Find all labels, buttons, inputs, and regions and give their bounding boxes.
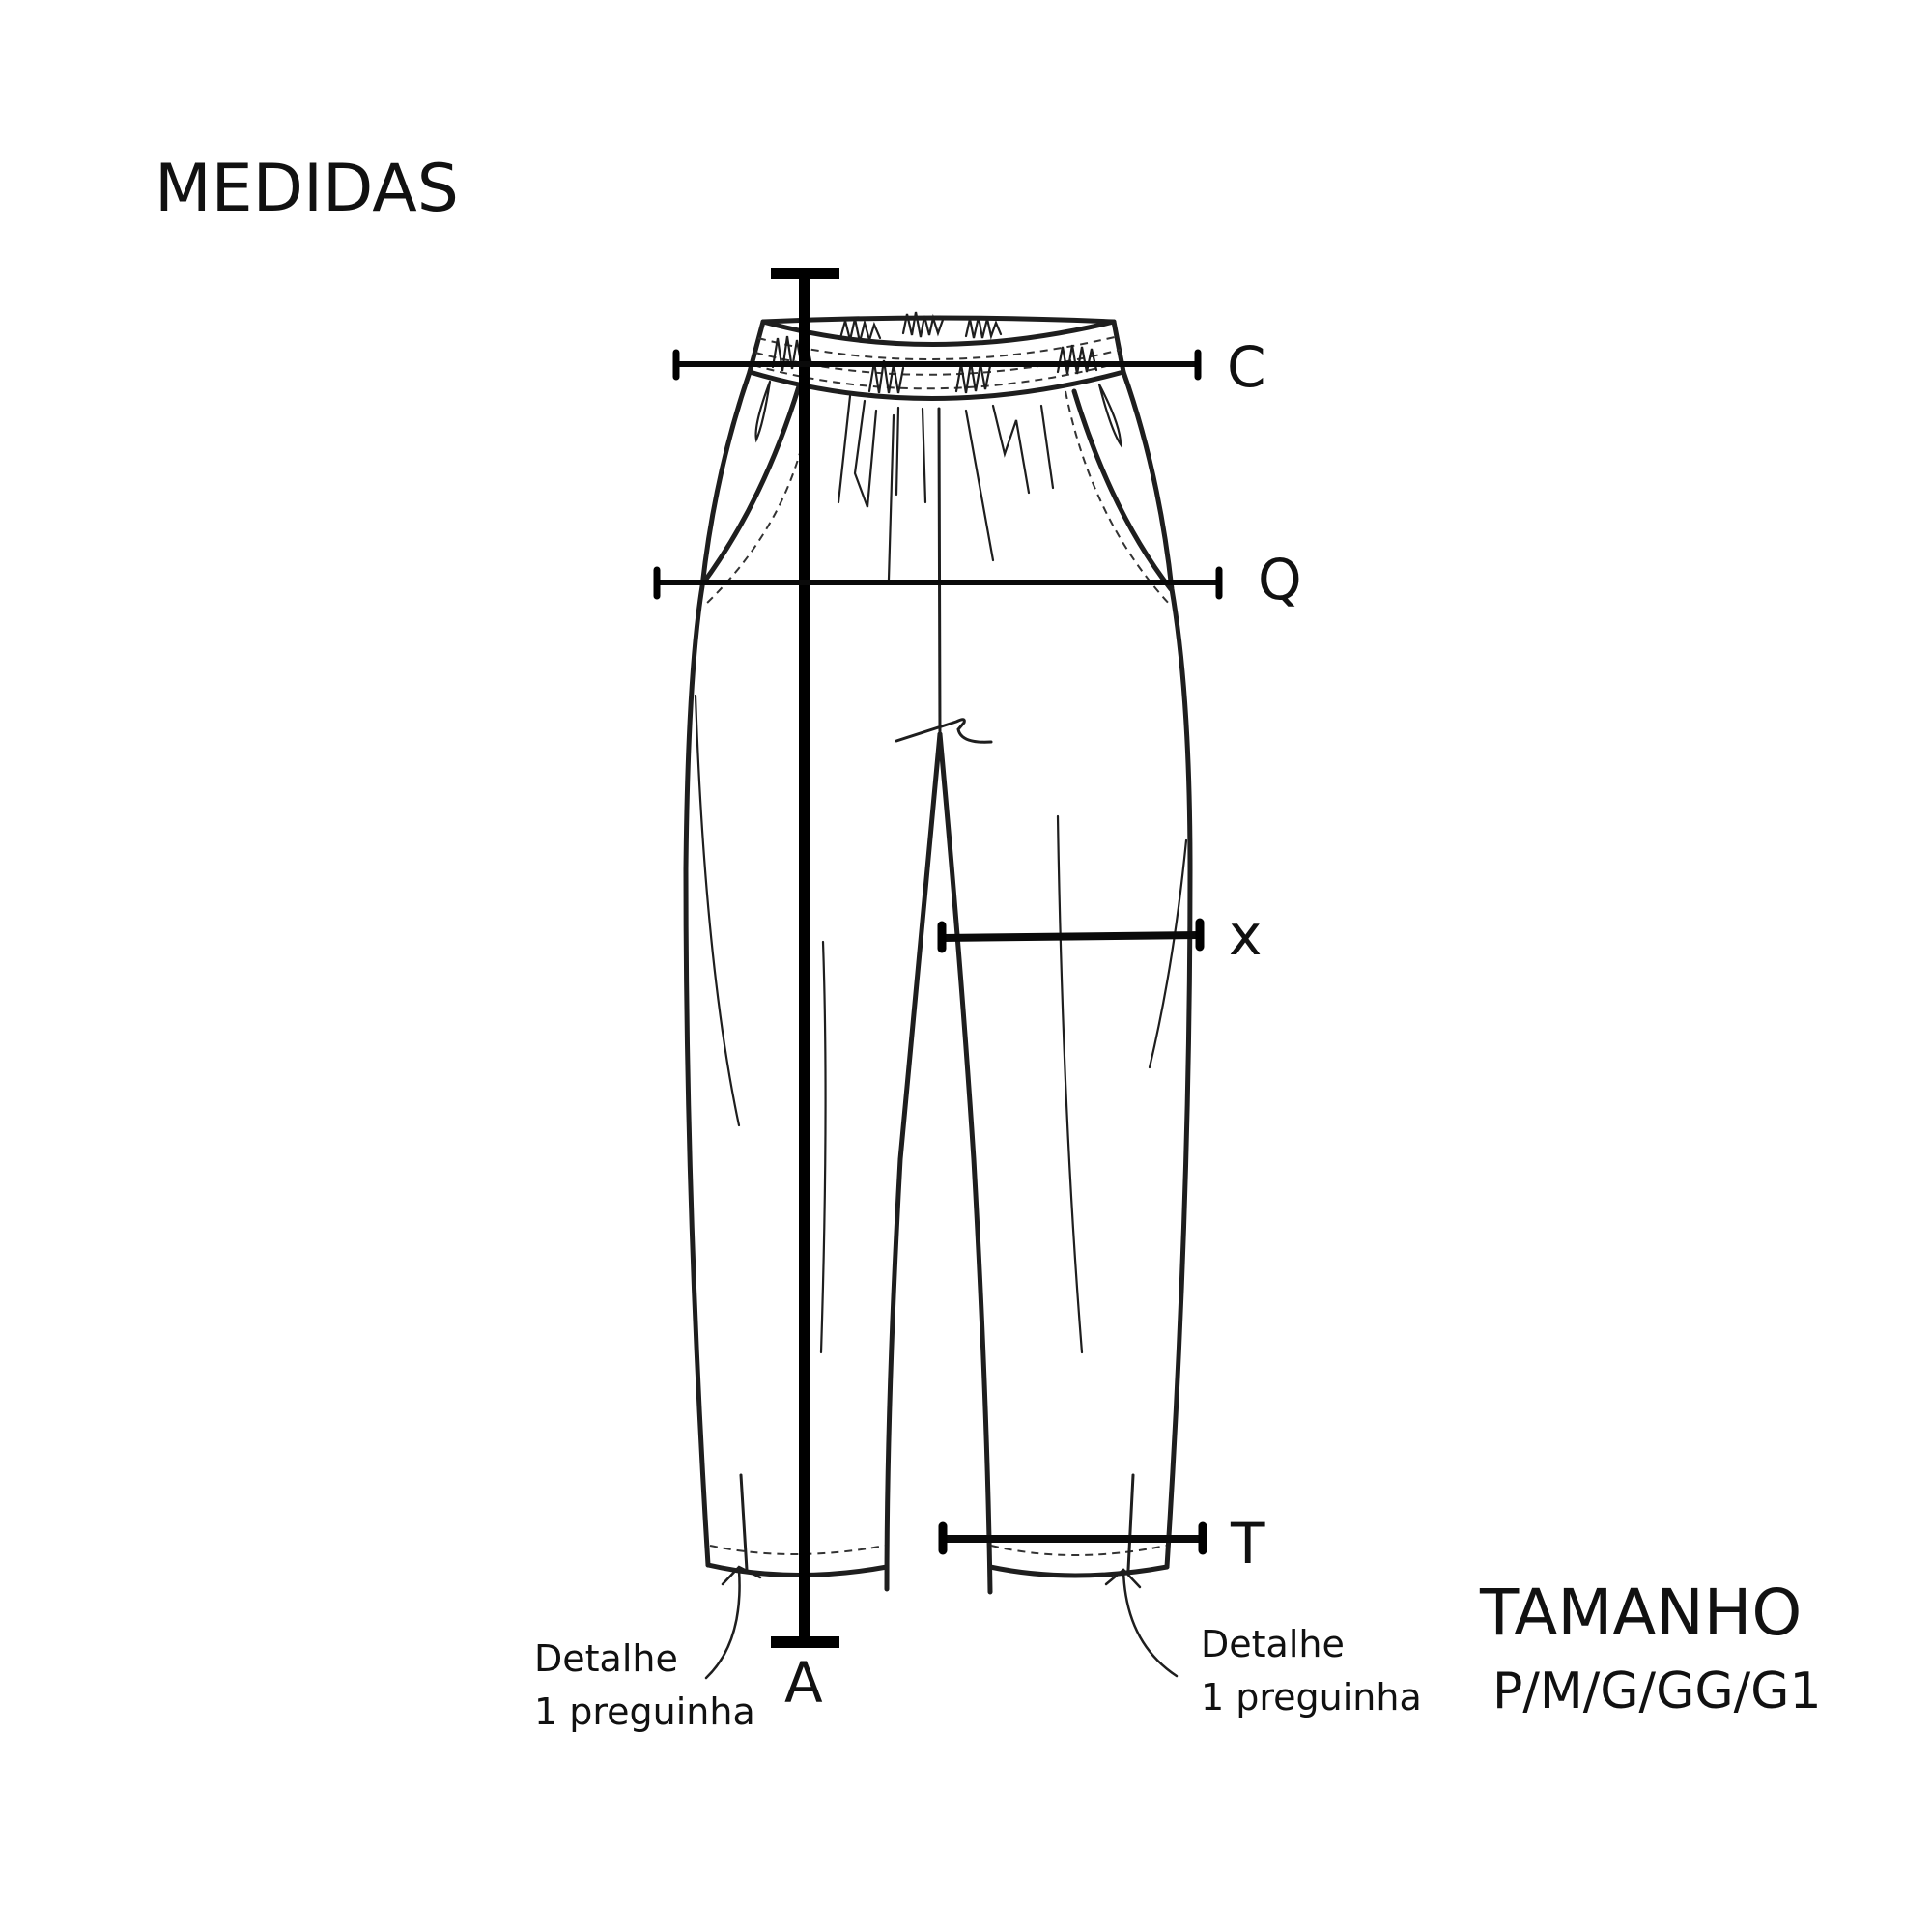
measure-t bbox=[938, 1521, 1208, 1555]
measure-x bbox=[937, 918, 1205, 953]
size-heading: TAMANHO bbox=[1479, 1576, 1802, 1650]
label-c: C bbox=[1227, 334, 1266, 400]
measure-c bbox=[672, 349, 1202, 381]
label-x: x bbox=[1229, 902, 1262, 968]
note-left-line1: Detalhe bbox=[534, 1637, 678, 1680]
pants-illustration bbox=[683, 311, 1193, 1595]
arrow-icon-right bbox=[1104, 1568, 1179, 1678]
size-list: P/M/G/GG/G1 bbox=[1492, 1662, 1822, 1720]
note-right-line2: 1 preguinha bbox=[1201, 1676, 1422, 1719]
label-t: T bbox=[1230, 1511, 1265, 1577]
measure-a bbox=[771, 268, 839, 1648]
left-leg-outline bbox=[683, 369, 753, 1568]
right-leg-outline bbox=[1121, 369, 1193, 1570]
arrow-icon-left bbox=[704, 1565, 762, 1680]
note-left-line2: 1 preguinha bbox=[534, 1690, 755, 1733]
measure-q bbox=[653, 566, 1223, 600]
label-q: Q bbox=[1258, 547, 1302, 612]
right-inner-leg bbox=[937, 731, 993, 1595]
page-title: MEDIDAS bbox=[155, 151, 459, 227]
left-inner-leg bbox=[884, 731, 943, 1592]
label-a: A bbox=[784, 1650, 823, 1716]
note-right-line1: Detalhe bbox=[1201, 1623, 1345, 1665]
